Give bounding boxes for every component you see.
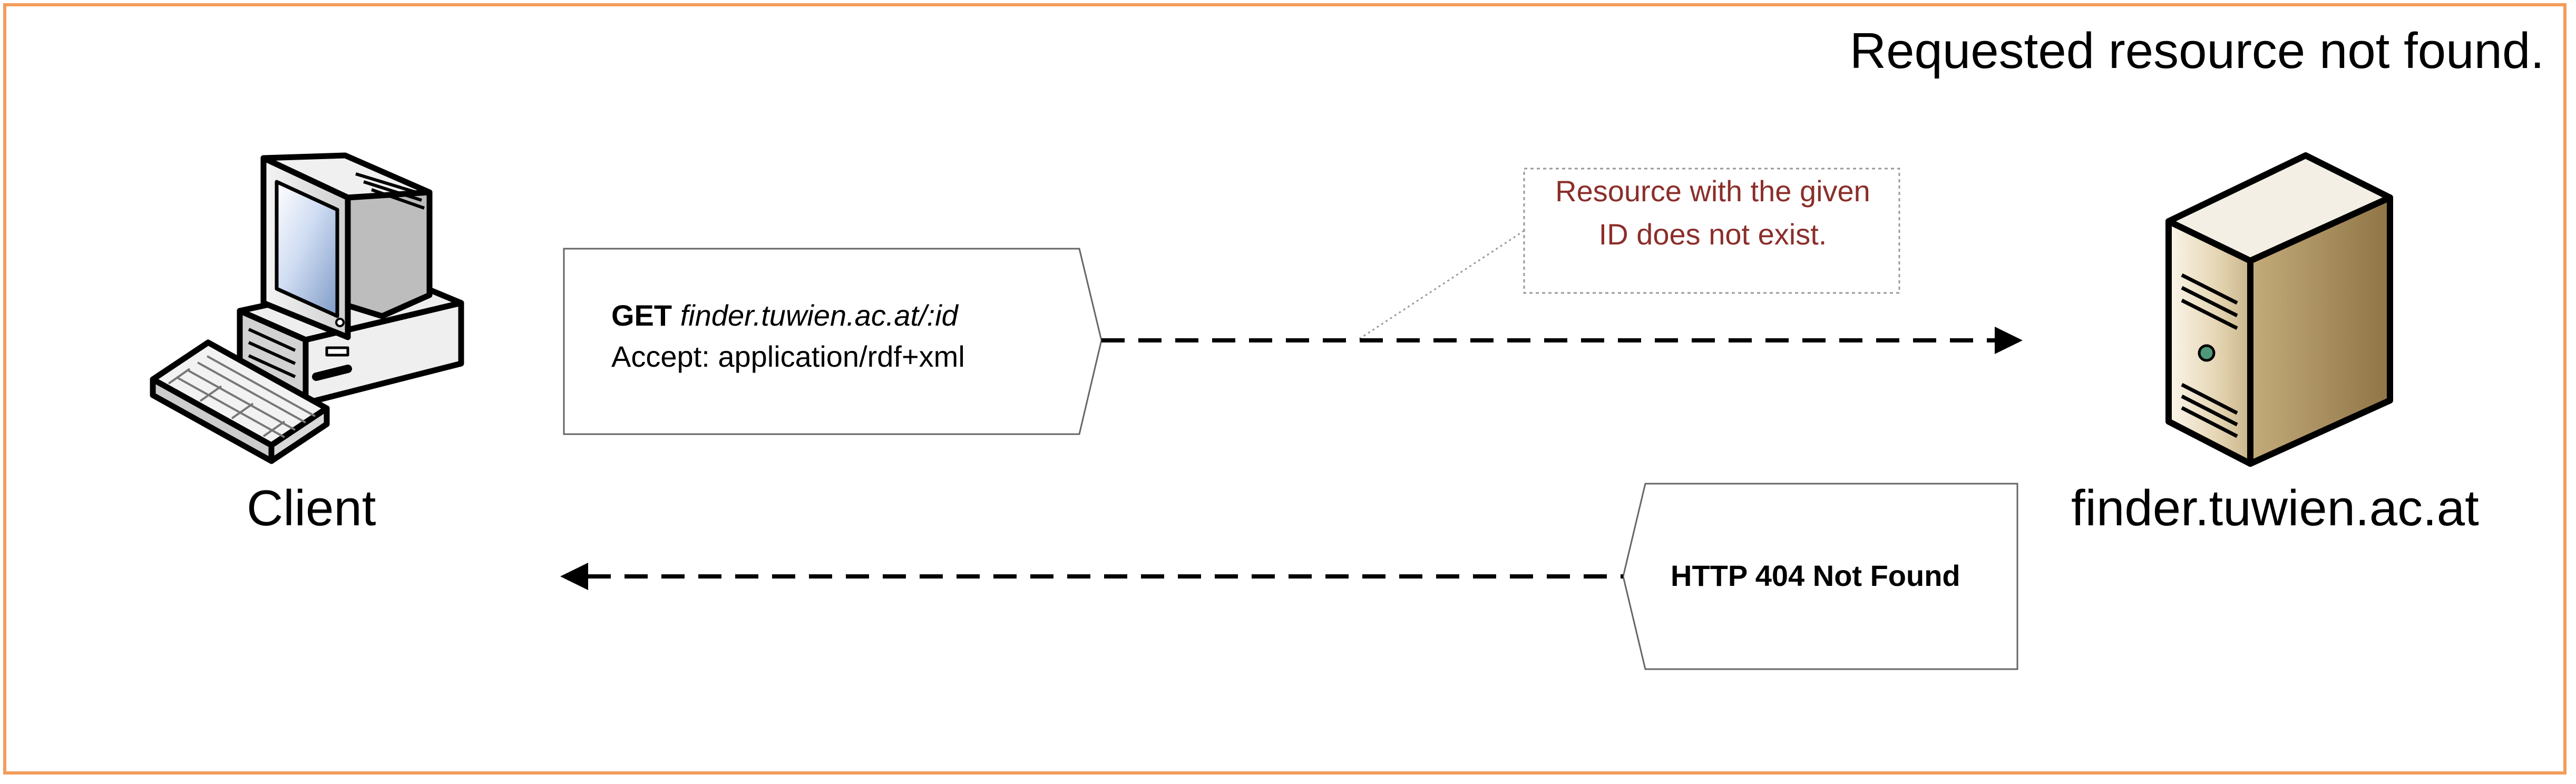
note-connector <box>1357 230 1525 341</box>
desktop-computer-icon <box>150 152 464 464</box>
request-url: finder.tuwien.ac.at/:id <box>680 299 958 332</box>
diagram-frame <box>3 3 2567 775</box>
note-line-1: Resource with the given <box>1555 174 1870 208</box>
request-accept-header: Accept: application/rdf+xml <box>611 340 965 373</box>
server-label: finder.tuwien.ac.at <box>2071 480 2479 536</box>
note-line-2: ID does not exist. <box>1598 218 1827 251</box>
request-method: GET <box>611 299 672 332</box>
note-text: Resource with the given ID does not exis… <box>1526 170 1900 256</box>
server-side <box>2247 194 2393 467</box>
response-status: HTTP 404 Not Found <box>1671 559 1960 592</box>
response-arrowhead <box>560 563 588 590</box>
request-box <box>563 248 1102 435</box>
diagram-title: Requested resource not found. <box>1849 23 2544 79</box>
request-line: GET finder.tuwien.ac.at/:id <box>611 298 958 332</box>
note-box <box>1523 168 1900 294</box>
server-tower-icon <box>2165 152 2393 467</box>
client-label: Client <box>247 480 376 536</box>
computer-base-side <box>303 300 464 406</box>
request-arrowhead <box>1995 327 2023 354</box>
server-front <box>2165 218 2253 467</box>
monitor-side <box>345 189 433 319</box>
response-box <box>1622 483 2018 670</box>
server-power-led <box>2198 344 2216 362</box>
monitor-screen <box>275 180 339 318</box>
